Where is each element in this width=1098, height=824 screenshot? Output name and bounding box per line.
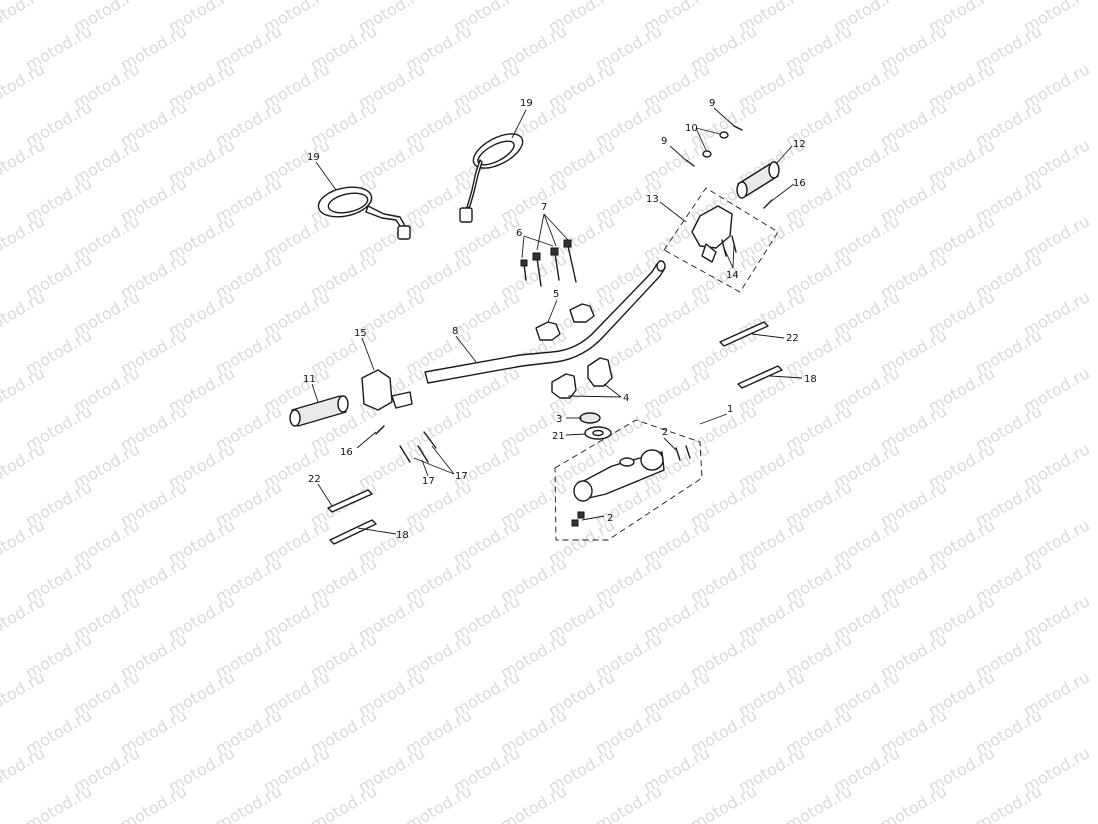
callout-19-right: 19 [520, 98, 533, 109]
callout-22-right: 22 [786, 333, 799, 344]
mirror-left [317, 186, 411, 240]
callout-4: 4 [623, 393, 629, 404]
callout-2-upper: 2 [662, 427, 668, 438]
callout-17-right: 17 [455, 471, 468, 482]
callout-3: 3 [556, 414, 562, 425]
callout-2-lower: 2 [607, 513, 613, 524]
callout-8: 8 [452, 326, 458, 337]
leader-lines [311, 107, 803, 535]
callout-16-left: 16 [340, 447, 353, 458]
callout-labels: 19 19 7 6 5 8 15 11 16 17 17 22 18 4 3 2… [303, 98, 817, 541]
callout-10: 10 [685, 123, 698, 134]
tie-left-upper [327, 489, 373, 513]
callout-15: 15 [354, 328, 367, 339]
throttle-housing [663, 187, 779, 293]
screw-left [375, 425, 385, 435]
callout-7: 7 [541, 202, 547, 213]
tie-right-upper [719, 321, 769, 347]
yoke-bolts [571, 445, 691, 527]
switch-bolts [399, 431, 437, 463]
callout-11: 11 [303, 374, 316, 385]
riser-left [551, 373, 577, 399]
top-yoke [554, 419, 703, 541]
right-grip [736, 161, 780, 199]
tie-right-lower [737, 365, 783, 389]
washer-10a [702, 150, 712, 158]
bolt-9-upper [733, 125, 743, 131]
handlebar [424, 260, 666, 384]
callout-6: 6 [516, 228, 522, 239]
clamp-bolts [520, 239, 577, 287]
washer [579, 412, 601, 424]
callout-9-upper: 9 [709, 98, 715, 109]
callout-1: 1 [727, 404, 733, 415]
callout-19-left: 19 [307, 152, 320, 163]
clamp-top-right [569, 303, 595, 323]
callout-17-left: 17 [422, 476, 435, 487]
left-switch [361, 369, 413, 411]
callout-13: 13 [646, 194, 659, 205]
mirror-right [459, 133, 524, 223]
callout-14: 14 [726, 270, 739, 281]
riser-right [587, 357, 613, 387]
callout-9-lower: 9 [661, 136, 667, 147]
tie-left-lower [329, 519, 377, 545]
left-grip [289, 395, 349, 427]
callout-18-right: 18 [804, 374, 817, 385]
washer-10b [719, 131, 729, 139]
clamp-top-left [535, 321, 561, 341]
callout-12: 12 [793, 139, 806, 150]
ring-hole [592, 429, 604, 437]
callout-5: 5 [553, 289, 559, 300]
callout-22-left: 22 [308, 474, 321, 485]
callout-18-left: 18 [396, 530, 409, 541]
callout-16-right: 16 [793, 178, 806, 189]
callout-21: 21 [552, 431, 565, 442]
